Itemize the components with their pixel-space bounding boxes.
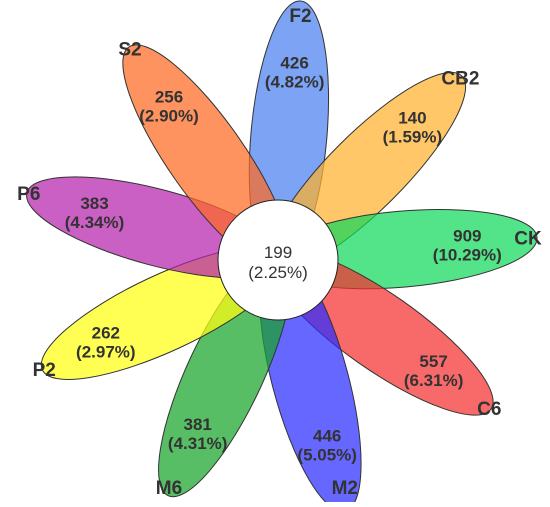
petal-percent-c6: (6.31%) [404,371,464,390]
petal-percent-m2: (5.05%) [297,446,357,465]
petal-percent-m6: (4.31%) [168,434,228,453]
petal-count-f2: 426 [280,54,308,73]
petal-percent-p2: (2.97%) [76,342,136,361]
petal-percent-p6: (4.34%) [65,213,125,232]
set-label-ck: CK [514,229,542,250]
set-label-p2: P2 [33,360,56,381]
set-label-m2: M2 [332,478,358,499]
petal-count-m2: 446 [313,427,341,446]
set-label-s2: S2 [118,40,141,61]
set-label-m6: M6 [156,478,182,499]
petal-count-cb2: 140 [398,109,426,128]
petal-count-m6: 381 [184,415,212,434]
core-circle [217,199,339,321]
core-count: 199 [264,243,292,262]
label-layer: 426(4.82%) F2 140(1.59%) CB2 909(10.29%) CK 55… [17,6,542,499]
petal-count-p6: 383 [80,194,108,213]
petal-count-p2: 262 [92,323,120,342]
petal-count-s2: 256 [155,87,183,106]
petal-count-ck: 909 [453,226,481,245]
petal-percent-ck: (10.29%) [433,245,502,264]
petal-percent-s2: (2.90%) [139,106,199,125]
petal-count-c6: 557 [419,352,447,371]
core-percent: (2.25%) [248,263,308,282]
set-label-f2: F2 [289,6,311,27]
set-label-p6: P6 [17,184,40,205]
set-label-c6: C6 [477,399,501,420]
petal-percent-cb2: (1.59%) [383,128,443,147]
petal-percent-f2: (4.82%) [265,73,325,92]
set-label-cb2: CB2 [441,69,479,90]
